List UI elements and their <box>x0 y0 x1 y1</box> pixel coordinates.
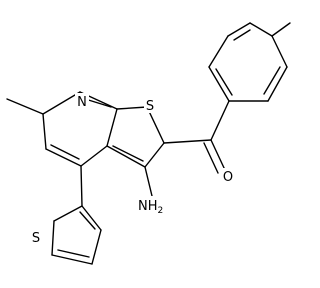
bond <box>50 144 80 160</box>
bond <box>144 166 153 197</box>
bond <box>203 142 219 174</box>
bond <box>227 22 251 37</box>
atom-label-s-thiophene: S <box>30 229 42 246</box>
sulfur-label: S <box>32 231 40 246</box>
bond <box>215 68 233 96</box>
tolyl-ring <box>208 22 291 102</box>
bond <box>112 145 144 162</box>
atom-label-nh2: NH2 <box>137 196 169 216</box>
carbonyl-group <box>163 100 230 174</box>
bond <box>51 220 55 256</box>
atom-label-s-core: S <box>144 97 156 114</box>
bond <box>42 113 47 150</box>
bond <box>45 148 82 167</box>
amino-label: NH2 <box>138 199 163 216</box>
bond <box>163 139 212 144</box>
oxygen-label: O <box>223 170 233 185</box>
thiophene-ring <box>51 165 102 265</box>
bond <box>106 145 146 168</box>
bond <box>116 106 148 110</box>
bond <box>263 66 281 95</box>
bond <box>271 22 291 37</box>
nitrogen-label: N <box>77 95 87 110</box>
bond <box>6 98 44 115</box>
structure-canvas: N S O NH2 S <box>6 22 291 265</box>
bond <box>208 35 229 68</box>
bond <box>208 66 230 102</box>
bond <box>51 254 93 265</box>
bond <box>271 35 288 68</box>
bond <box>80 145 108 167</box>
bond <box>210 139 226 171</box>
bond <box>81 205 102 231</box>
atom-label-o: O <box>221 168 235 185</box>
bond <box>233 29 251 41</box>
bond <box>106 108 118 147</box>
bond <box>57 249 90 258</box>
bond <box>91 229 102 265</box>
sulfur-label: S <box>146 99 154 114</box>
bond <box>42 91 81 115</box>
bond <box>267 66 288 102</box>
bond <box>53 205 83 222</box>
bond <box>210 100 230 141</box>
bond <box>79 211 96 230</box>
bond <box>144 142 165 168</box>
bond <box>249 22 273 37</box>
atom-label-n: N <box>75 93 89 110</box>
molecule-drawing: N S O NH2 S <box>6 22 291 265</box>
bond <box>80 165 83 207</box>
